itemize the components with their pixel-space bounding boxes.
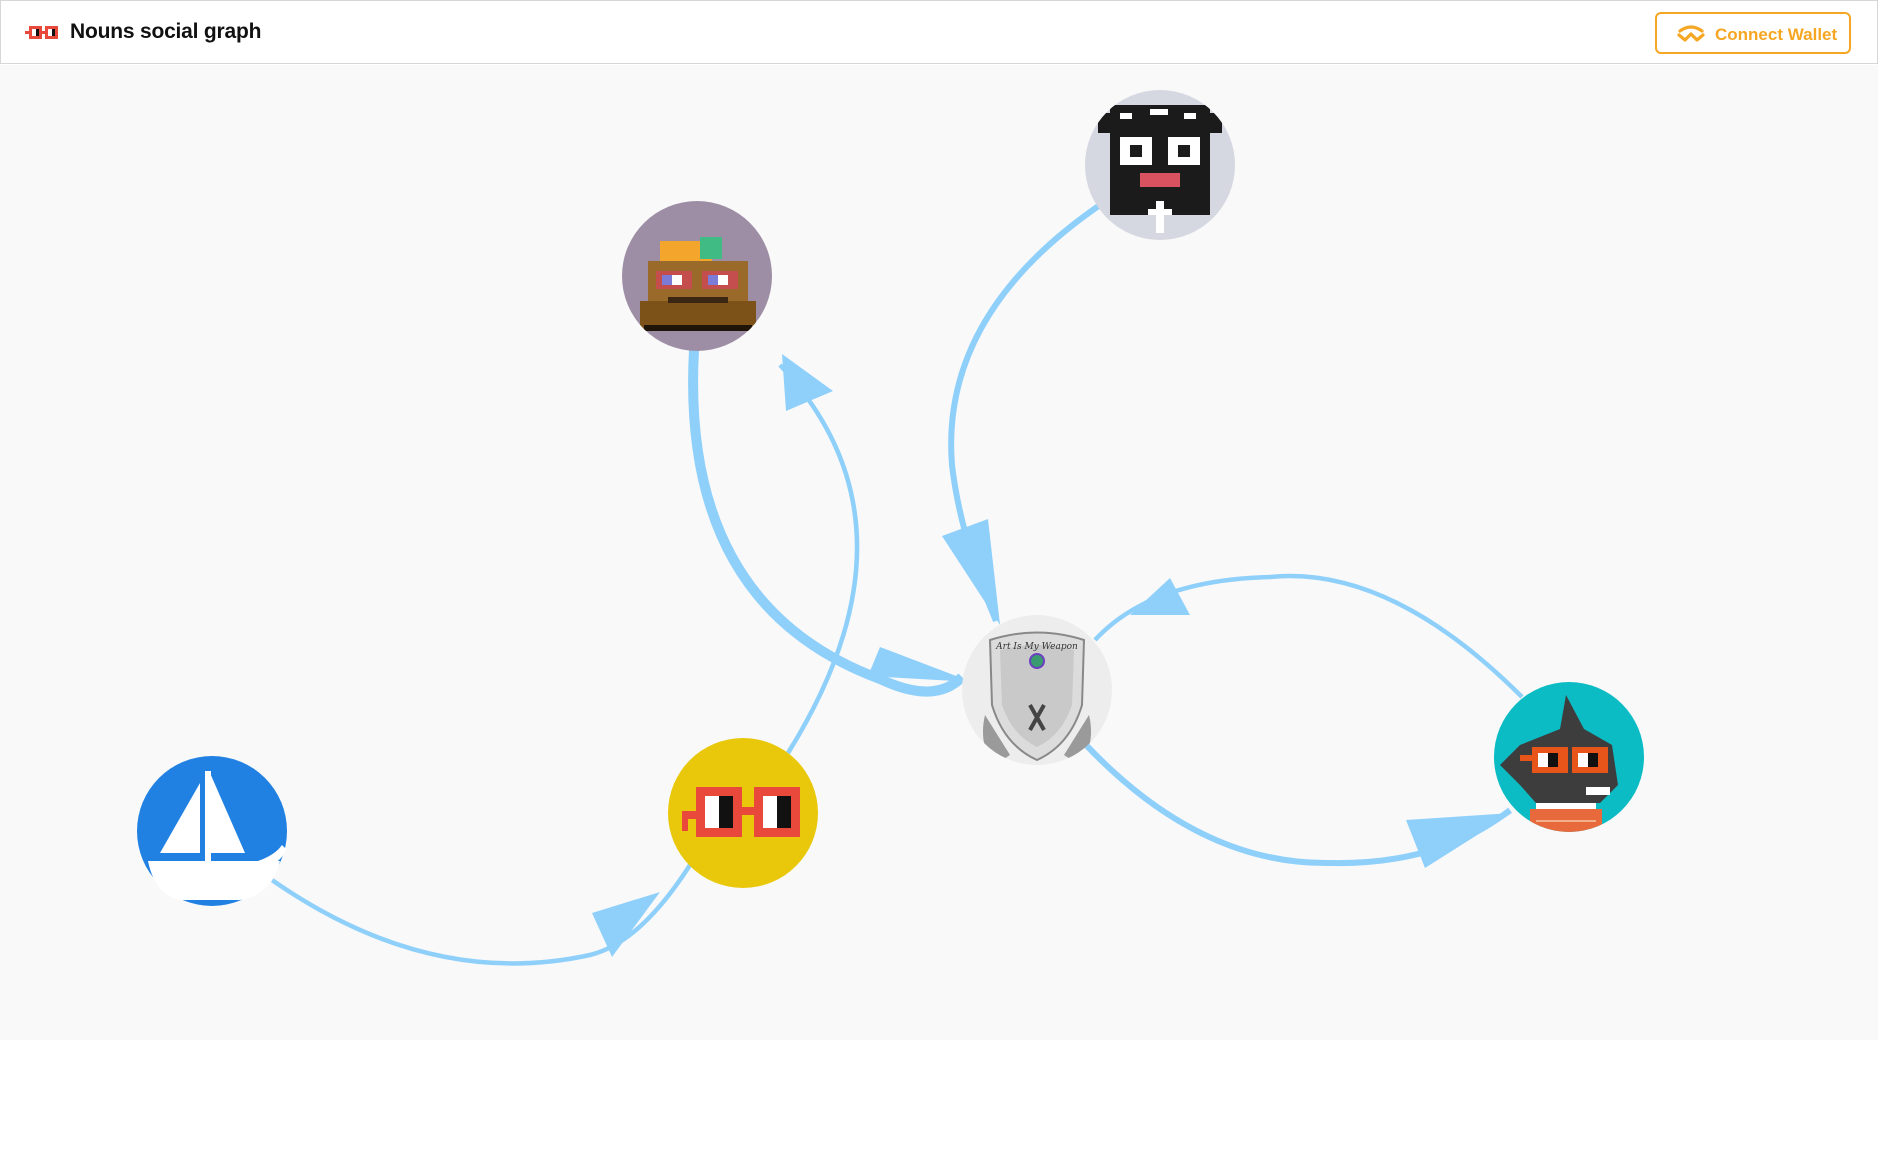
noun-toad-icon xyxy=(640,237,756,331)
noggles-icon xyxy=(682,787,800,837)
walletconnect-icon xyxy=(1677,25,1705,42)
node-shield[interactable]: Art Is My Weapon xyxy=(962,615,1112,765)
social-graph-canvas[interactable]: Art Is My Weapon xyxy=(0,65,1878,1040)
edge-cat-to-shield xyxy=(942,202,1102,625)
node-opensea[interactable] xyxy=(137,756,287,906)
node-toad[interactable] xyxy=(622,201,772,351)
edge-noggles-to-toad xyxy=(778,354,860,755)
app-title: Nouns social graph xyxy=(70,20,262,43)
connect-wallet-button[interactable]: Connect Wallet xyxy=(1655,12,1851,54)
node-cat[interactable] xyxy=(1085,90,1235,240)
connect-wallet-label: Connect Wallet xyxy=(1715,25,1838,44)
edge-opensea-to-noggles xyxy=(270,863,692,966)
node-noggles[interactable] xyxy=(668,738,818,888)
node-shark[interactable] xyxy=(1494,682,1644,869)
noun-shark-icon xyxy=(1500,695,1618,832)
noggles-logo-icon xyxy=(25,26,58,39)
opensea-boat-icon xyxy=(148,771,286,900)
edge-shield-to-shark xyxy=(1083,742,1512,868)
shield-motto: Art Is My Weapon xyxy=(995,642,1078,652)
noun-cat-icon xyxy=(1098,105,1222,233)
top-bar: Nouns social graph Connect Wallet xyxy=(0,0,1878,64)
graph-svg[interactable]: Art Is My Weapon xyxy=(0,65,1878,1040)
art-is-my-weapon-shield-icon: Art Is My Weapon xyxy=(982,631,1092,765)
edge-shark-to-shield xyxy=(1093,573,1524,699)
edge-toad-to-shield xyxy=(688,349,972,697)
